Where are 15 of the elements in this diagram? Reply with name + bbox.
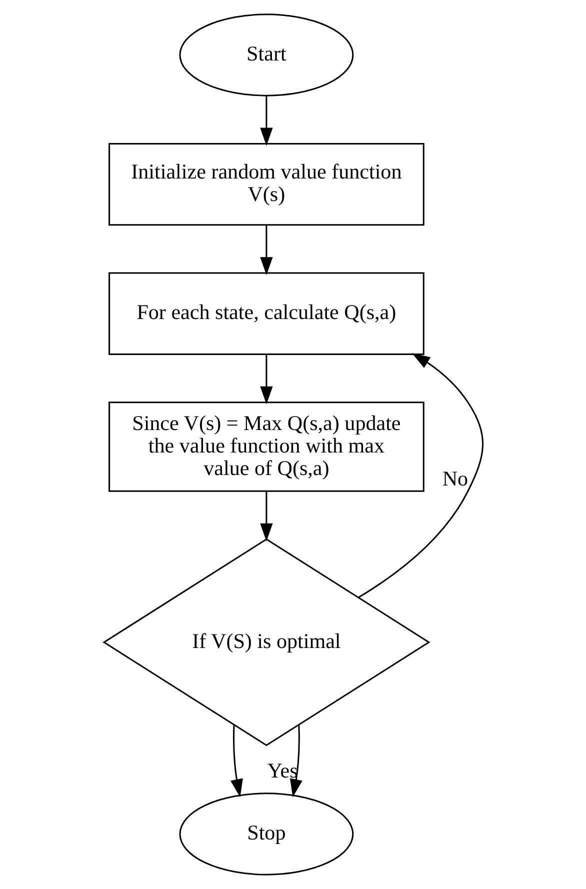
node-box: For each state, calculate Q(s,a) bbox=[108, 272, 424, 356]
arrow bbox=[260, 491, 272, 542]
node-diamond: If V(S) is optimal bbox=[102, 538, 430, 746]
node-box: Since V(s) = Max Q(s,a) update the value function with max value of Q(s,a) bbox=[108, 402, 424, 492]
edge-label: No bbox=[442, 466, 468, 490]
edge-label: Yes bbox=[266, 758, 298, 782]
arrow bbox=[290, 724, 302, 798]
node-ellipse: Start bbox=[178, 14, 354, 96]
arrow bbox=[260, 354, 272, 404]
arrow bbox=[358, 353, 483, 598]
arrow bbox=[260, 96, 272, 146]
node-ellipse: Stop bbox=[178, 792, 354, 876]
arrow bbox=[230, 724, 242, 798]
node-box: Initialize random value function V(s) bbox=[108, 142, 424, 226]
arrow bbox=[260, 225, 272, 276]
